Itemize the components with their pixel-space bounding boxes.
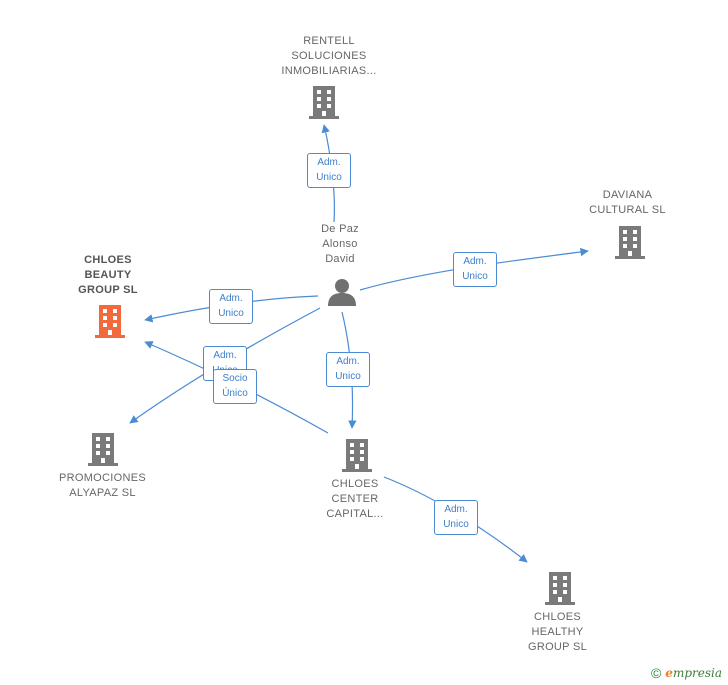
node-label-daviana[interactable]: DAVIANA CULTURAL SL xyxy=(589,189,666,216)
building-icon[interactable] xyxy=(308,84,340,120)
edge-label-to-chloes-center[interactable]: Adm. Unico xyxy=(326,352,370,387)
building-icon-focus[interactable] xyxy=(94,303,126,339)
node-label-chloes-center[interactable]: CHLOES CENTER CAPITAL... xyxy=(326,478,384,520)
edge-label-center-to-beauty[interactable]: Socio Único xyxy=(213,369,257,404)
edge-label-center-to-healthy[interactable]: Adm. Unico xyxy=(434,500,478,535)
building-icon[interactable] xyxy=(87,431,119,467)
node-label-rentell[interactable]: RENTELL SOLUCIONES INMOBILIARIAS... xyxy=(281,35,377,77)
brand-initial: e xyxy=(665,666,673,680)
person-icon[interactable] xyxy=(326,276,358,308)
edge-label-to-daviana[interactable]: Adm. Unico xyxy=(453,252,497,287)
edge-label-to-rentell[interactable]: Adm. Unico xyxy=(307,153,351,188)
footer-credit: © empresia xyxy=(651,665,722,681)
copyright-symbol: © xyxy=(650,665,662,681)
node-label-chloes-healthy[interactable]: CHLOES HEALTHY GROUP SL xyxy=(527,611,588,653)
node-label-promociones[interactable]: PROMOCIONES ALYAPAZ SL xyxy=(58,472,147,499)
building-icon[interactable] xyxy=(544,570,576,606)
node-label-chloes-beauty[interactable]: CHLOES BEAUTY GROUP SL xyxy=(78,254,138,296)
brand-rest: mpresia xyxy=(672,666,722,680)
building-icon[interactable] xyxy=(614,224,646,260)
node-label-person[interactable]: De Paz Alonso David xyxy=(321,223,359,265)
building-icon[interactable] xyxy=(341,437,373,473)
edge-label-to-chloes-beauty[interactable]: Adm. Unico xyxy=(209,289,253,324)
brand-logo[interactable]: empresia xyxy=(665,666,722,680)
